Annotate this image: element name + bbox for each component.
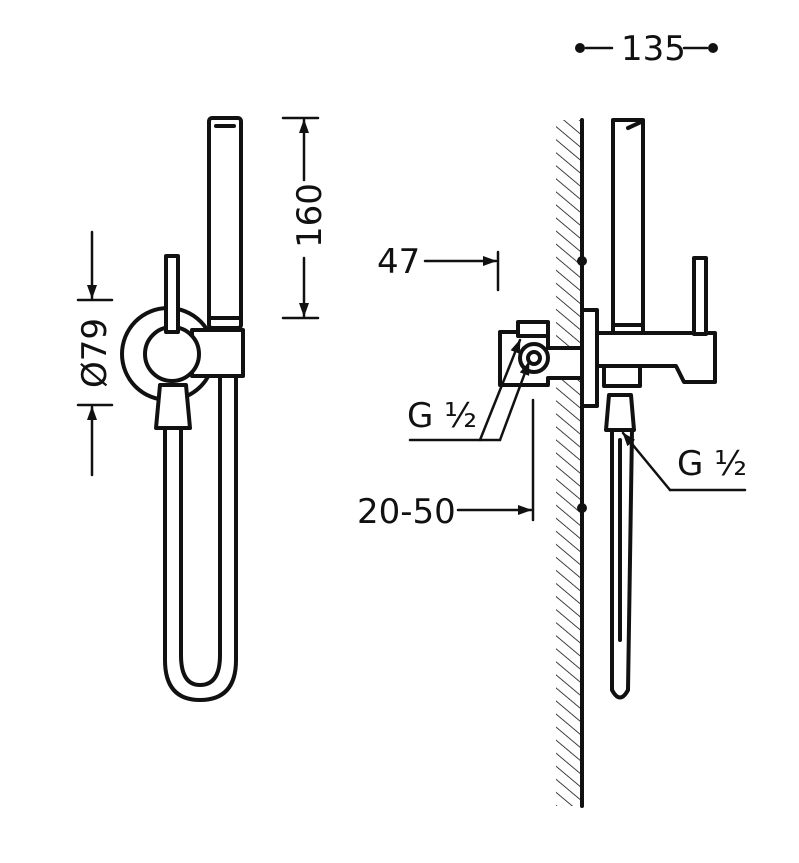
valve-body bbox=[143, 325, 201, 383]
rosette-side bbox=[580, 308, 599, 408]
hose-side bbox=[604, 393, 636, 432]
thread-right-label: G ½ bbox=[677, 444, 747, 484]
thread-left-label: G ½ bbox=[407, 396, 477, 436]
adjust-range-label: 20-50 bbox=[357, 492, 456, 532]
lever bbox=[164, 254, 180, 334]
projection-label: 135 bbox=[621, 29, 686, 69]
hose bbox=[163, 374, 238, 702]
depth-label: 47 bbox=[377, 242, 420, 282]
hose-connector bbox=[154, 383, 192, 430]
handset-length-label: 160 bbox=[290, 183, 330, 248]
handset bbox=[207, 116, 243, 330]
handset-side bbox=[611, 118, 645, 335]
valve-body-side bbox=[595, 331, 717, 384]
side-view: 135 47 20-50 G ½ bbox=[357, 29, 747, 808]
diameter-label: Ø79 bbox=[75, 318, 115, 388]
wall-hatching bbox=[556, 120, 582, 806]
front-view: Ø79 160 bbox=[75, 116, 330, 702]
